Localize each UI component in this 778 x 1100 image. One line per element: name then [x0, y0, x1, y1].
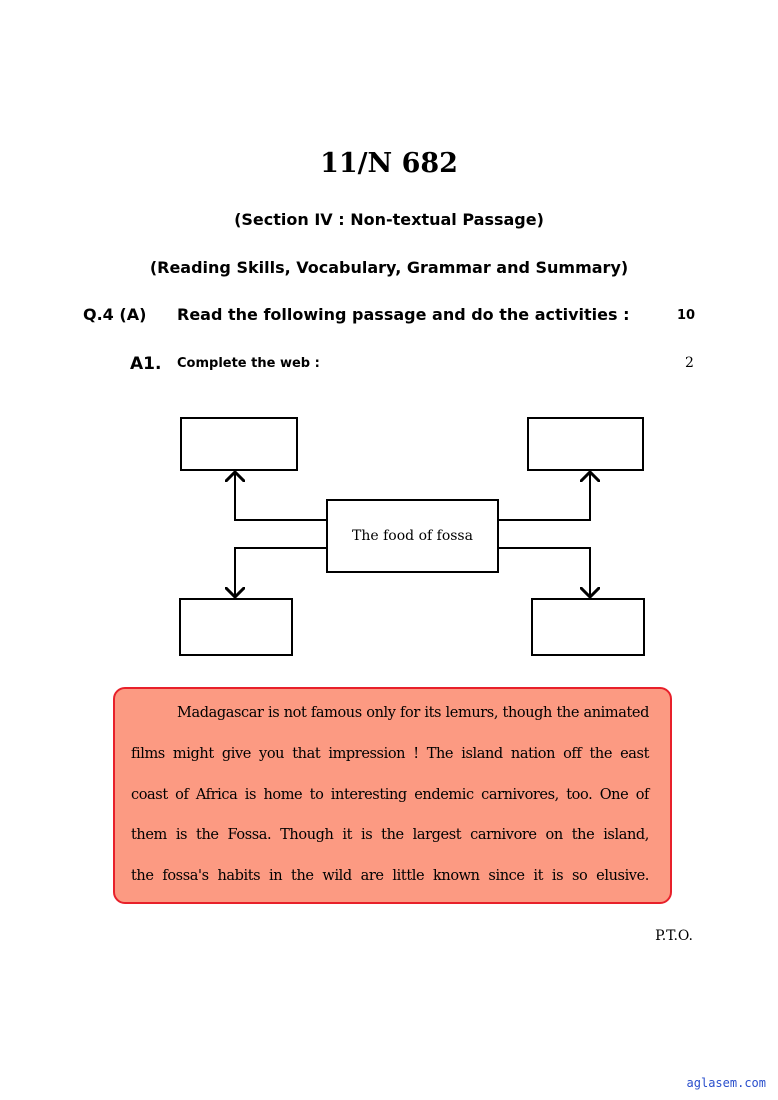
web-box-bottom-left: [179, 598, 293, 656]
web-diagram: [179, 417, 645, 656]
pto-label: P.T.O.: [655, 928, 693, 944]
section-heading: (Section IV : Non-textual Passage): [234, 210, 544, 229]
passage-line: them is the Fossa. Though it is the larg…: [131, 827, 649, 843]
arrow-bottom-left: [235, 547, 327, 597]
paper-code: 11/N 682: [320, 148, 458, 179]
activity-marks: 2: [685, 355, 694, 371]
passage-line: the fossa's habits in the wild are littl…: [131, 868, 649, 884]
passage-line: coast of Africa is home to interesting e…: [131, 787, 649, 803]
watermark: aglasem.com: [686, 1076, 766, 1090]
question-text: Read the following passage and do the ac…: [177, 305, 630, 324]
passage-line: films might give you that impression ! T…: [131, 746, 649, 762]
arrow-top-right: [498, 472, 590, 521]
activity-text: Complete the web :: [177, 356, 320, 371]
web-box-center: [326, 499, 499, 573]
activity-number: A1.: [130, 354, 162, 374]
skills-heading: (Reading Skills, Vocabulary, Grammar and…: [149, 258, 629, 277]
web-box-bottom-right: [531, 598, 645, 656]
arrow-bottom-right: [498, 547, 590, 597]
web-box-top-left: [180, 417, 298, 471]
question-marks: 10: [677, 308, 696, 323]
passage-box: Madagascar is not famous only for its le…: [113, 687, 672, 904]
arrow-top-left: [235, 472, 327, 521]
passage-line: Madagascar is not famous only for its le…: [177, 705, 649, 721]
question-number: Q.4 (A): [83, 305, 147, 324]
web-box-top-right: [527, 417, 644, 471]
web-center-label: The food of fossa: [352, 528, 473, 544]
